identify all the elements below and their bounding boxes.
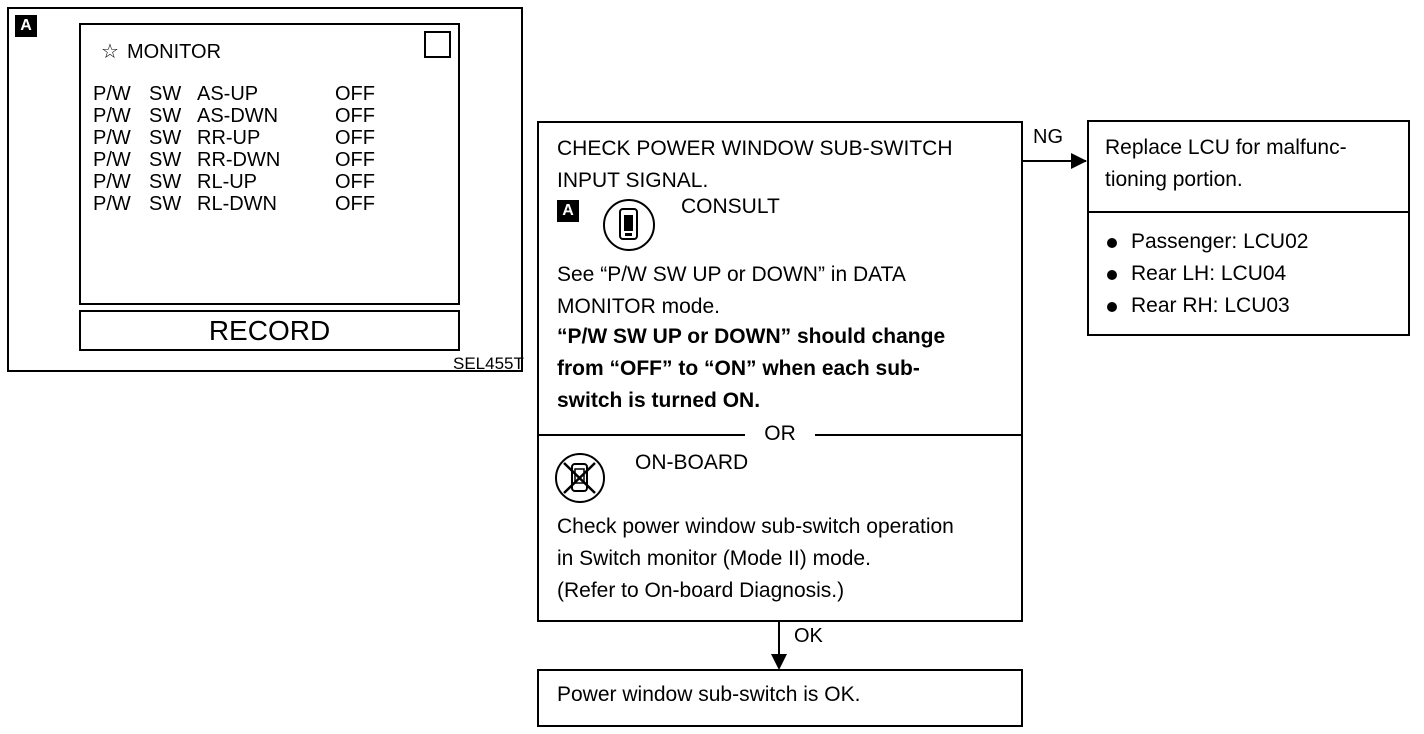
- ng-arrow-line: [1023, 160, 1086, 162]
- row-value: OFF: [335, 127, 375, 149]
- ng-result-heading: Replace LCU for malfunc- tioning portion…: [1105, 136, 1347, 191]
- ok-label: OK: [794, 625, 823, 647]
- check-title: CHECK POWER WINDOW SUB-SWITCH INPUT SIGN…: [557, 137, 953, 192]
- check-step-box: CHECK POWER WINDOW SUB-SWITCH INPUT SIGN…: [537, 121, 1023, 622]
- ng-result-box: Replace LCU for malfunc- tioning portion…: [1087, 120, 1410, 336]
- or-label: OR: [764, 422, 796, 445]
- monitor-title: ☆ MONITOR: [101, 39, 221, 64]
- row-value: OFF: [335, 83, 375, 105]
- figure-badge: A: [15, 15, 37, 37]
- bullet-icon: [1107, 270, 1117, 280]
- or-divider: OR: [539, 423, 1021, 445]
- consult-monitor-figure: A ☆MONITOR P/W SW AS-UP OFF P/W SW AS-DW…: [7, 7, 524, 373]
- consult-badge: A: [557, 200, 579, 222]
- divider-line-left: [539, 434, 745, 436]
- ok-arrow-line: [778, 622, 780, 664]
- figure-code: SEL455T: [453, 354, 524, 373]
- screen-checkbox: [424, 31, 451, 58]
- onboard-instruction: Check power window sub-switch operation …: [557, 515, 954, 602]
- list-item: Rear RH: LCU03: [1105, 290, 1308, 322]
- monitor-title-text: MONITOR: [126, 41, 222, 63]
- consult-tester-icon: [603, 199, 655, 251]
- ok-result-text: Power window sub-switch is OK.: [557, 683, 861, 706]
- row-value: OFF: [335, 149, 375, 171]
- ok-arrow-head-icon: [771, 654, 787, 670]
- star-icon: ☆: [101, 41, 119, 63]
- ng-arrow-head-icon: [1071, 153, 1087, 169]
- bullet-icon: [1107, 302, 1117, 312]
- row-value: OFF: [335, 105, 375, 127]
- bullet-icon: [1107, 238, 1117, 248]
- row-value: OFF: [335, 193, 375, 215]
- consult-expected-result: “P/W SW UP or DOWN” should change from “…: [557, 325, 946, 412]
- consult-label: CONSULT: [681, 195, 780, 218]
- consult-instruction: See “P/W SW UP or DOWN” in DATA MONITOR …: [557, 263, 906, 318]
- ng-label: NG: [1033, 126, 1063, 148]
- divider-line-right: [815, 434, 1021, 436]
- list-item: Passenger: LCU02: [1105, 226, 1308, 258]
- ng-result-list: Passenger: LCU02 Rear LH: LCU04 Rear RH:…: [1105, 226, 1308, 322]
- no-consult-icon: [555, 453, 605, 503]
- onboard-label: ON-BOARD: [635, 451, 749, 474]
- list-item: Rear LH: LCU04: [1105, 258, 1308, 290]
- record-button[interactable]: RECORD: [79, 310, 460, 351]
- row-value: OFF: [335, 171, 375, 193]
- ng-result-divider: [1089, 211, 1408, 213]
- monitor-screen: ☆MONITOR P/W SW AS-UP OFF P/W SW AS-DWN …: [79, 23, 460, 305]
- ok-result-box: Power window sub-switch is OK.: [537, 669, 1023, 727]
